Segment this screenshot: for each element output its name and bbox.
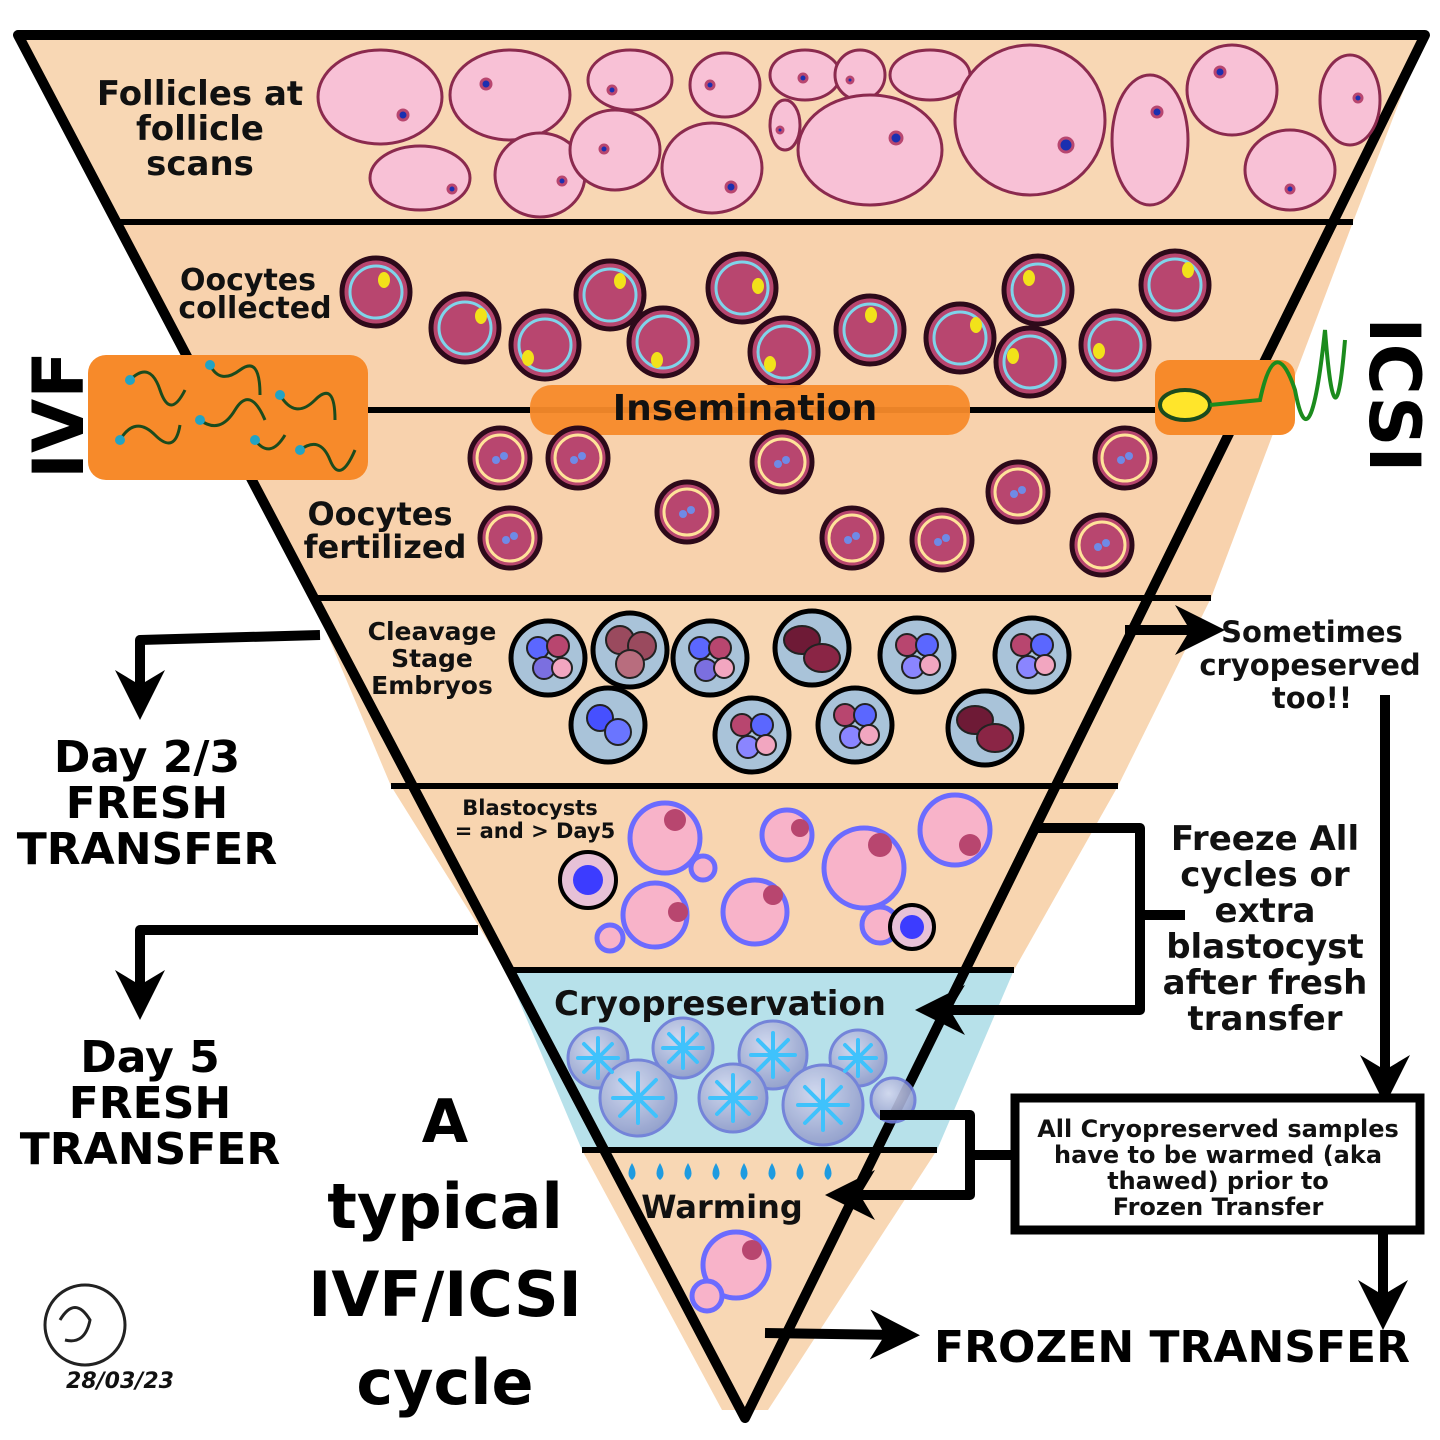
- svg-text:extra: extra: [1215, 891, 1316, 931]
- icsi-side-label: ICSI: [1353, 317, 1435, 472]
- arrows: [115, 605, 1410, 1360]
- svg-text:Blastocysts: Blastocysts: [462, 796, 598, 820]
- svg-text:typical: typical: [327, 1170, 563, 1243]
- svg-text:FRESH: FRESH: [69, 1078, 232, 1129]
- svg-text:= and > Day5: = and > Day5: [455, 819, 616, 843]
- warmed-note-box: All Cryopreserved samples have to be war…: [1010, 1093, 1425, 1235]
- ivf-side-label: IVF: [18, 351, 100, 479]
- insemination-row: Insemination: [368, 385, 1170, 435]
- svg-text:cycle: cycle: [356, 1346, 533, 1419]
- svg-text:scans: scans: [146, 144, 254, 184]
- svg-text:Day 2/3: Day 2/3: [54, 732, 240, 783]
- svg-text:Frozen Transfer: Frozen Transfer: [1113, 1193, 1324, 1221]
- freeze-all-label: Freeze All cycles or extra blastocyst af…: [1163, 819, 1368, 1039]
- warming-label: Warming: [641, 1188, 803, 1226]
- svg-text:have to be warmed (aka: have to be warmed (aka: [1054, 1141, 1382, 1169]
- svg-text:Embryos: Embryos: [371, 671, 493, 700]
- follicles-group: [316, 43, 1382, 219]
- cryopreservation-label: Cryopreservation: [554, 984, 886, 1024]
- svg-text:Oocytes: Oocytes: [180, 263, 316, 298]
- signature-logo: [43, 1283, 127, 1367]
- svg-text:fertilized: fertilized: [304, 528, 467, 566]
- day23-transfer-label: Day 2/3 FRESH TRANSFER: [17, 732, 277, 875]
- svg-text:FRESH: FRESH: [66, 778, 229, 829]
- svg-text:IVF/ICSI: IVF/ICSI: [308, 1258, 582, 1331]
- follicle-oocytes: [396, 65, 1364, 195]
- ivf-sperm-patch: [88, 355, 368, 480]
- svg-text:after fresh: after fresh: [1163, 963, 1368, 1003]
- svg-text:Stage: Stage: [391, 644, 473, 673]
- svg-text:collected: collected: [178, 291, 331, 326]
- collected-oocytes: [339, 248, 1212, 399]
- svg-text:Follicles at: Follicles at: [97, 74, 303, 114]
- svg-text:Cleavage: Cleavage: [368, 617, 497, 646]
- svg-text:cycles or: cycles or: [1180, 855, 1350, 895]
- frozen-transfer-label: FROZEN TRANSFER: [934, 1322, 1410, 1373]
- cleavage-embryos: [508, 608, 1072, 775]
- svg-text:cryopeserved: cryopeserved: [1199, 648, 1420, 682]
- svg-text:too!!: too!!: [1272, 681, 1352, 715]
- svg-text:TRANSFER: TRANSFER: [20, 1124, 280, 1175]
- svg-text:Freeze All: Freeze All: [1171, 819, 1359, 859]
- svg-text:Day 5: Day 5: [80, 1032, 219, 1083]
- blastocysts-label: Blastocysts = and > Day5: [455, 796, 616, 843]
- sometimes-cryopreserved-label: Sometimes cryopeserved too!!: [1199, 615, 1420, 715]
- svg-text:TRANSFER: TRANSFER: [17, 824, 277, 875]
- icsi-pipette-patch: [1155, 329, 1347, 435]
- cryo-samples: [566, 1016, 917, 1147]
- svg-text:Sometimes: Sometimes: [1221, 615, 1403, 649]
- svg-text:Oocytes: Oocytes: [307, 495, 452, 533]
- fertilized-oocytes: [467, 425, 1158, 578]
- svg-text:follicle: follicle: [136, 109, 264, 149]
- oocytes-collected-label: Oocytes collected: [178, 263, 331, 326]
- svg-text:A: A: [422, 1087, 469, 1157]
- warming-drops: [628, 1163, 832, 1180]
- svg-text:All Cryopreserved samples: All Cryopreserved samples: [1037, 1115, 1399, 1143]
- svg-text:thawed) prior to: thawed) prior to: [1107, 1167, 1329, 1195]
- day5-transfer-label: Day 5 FRESH TRANSFER: [20, 1032, 280, 1175]
- oocytes-fertilized-label: Oocytes fertilized: [304, 495, 467, 566]
- funnel-outline: [13, 30, 1430, 1423]
- svg-text:blastocyst: blastocyst: [1166, 927, 1364, 967]
- cleavage-label: Cleavage Stage Embryos: [368, 617, 497, 700]
- signature-date: 28/03/23: [66, 1369, 174, 1394]
- diagram-title: A typical IVF/ICSI cycle: [308, 1087, 582, 1419]
- follicles-label: Follicles at follicle scans: [97, 74, 303, 184]
- svg-text:transfer: transfer: [1187, 999, 1342, 1039]
- insemination-label: Insemination: [613, 388, 878, 429]
- blastocysts: [558, 792, 993, 954]
